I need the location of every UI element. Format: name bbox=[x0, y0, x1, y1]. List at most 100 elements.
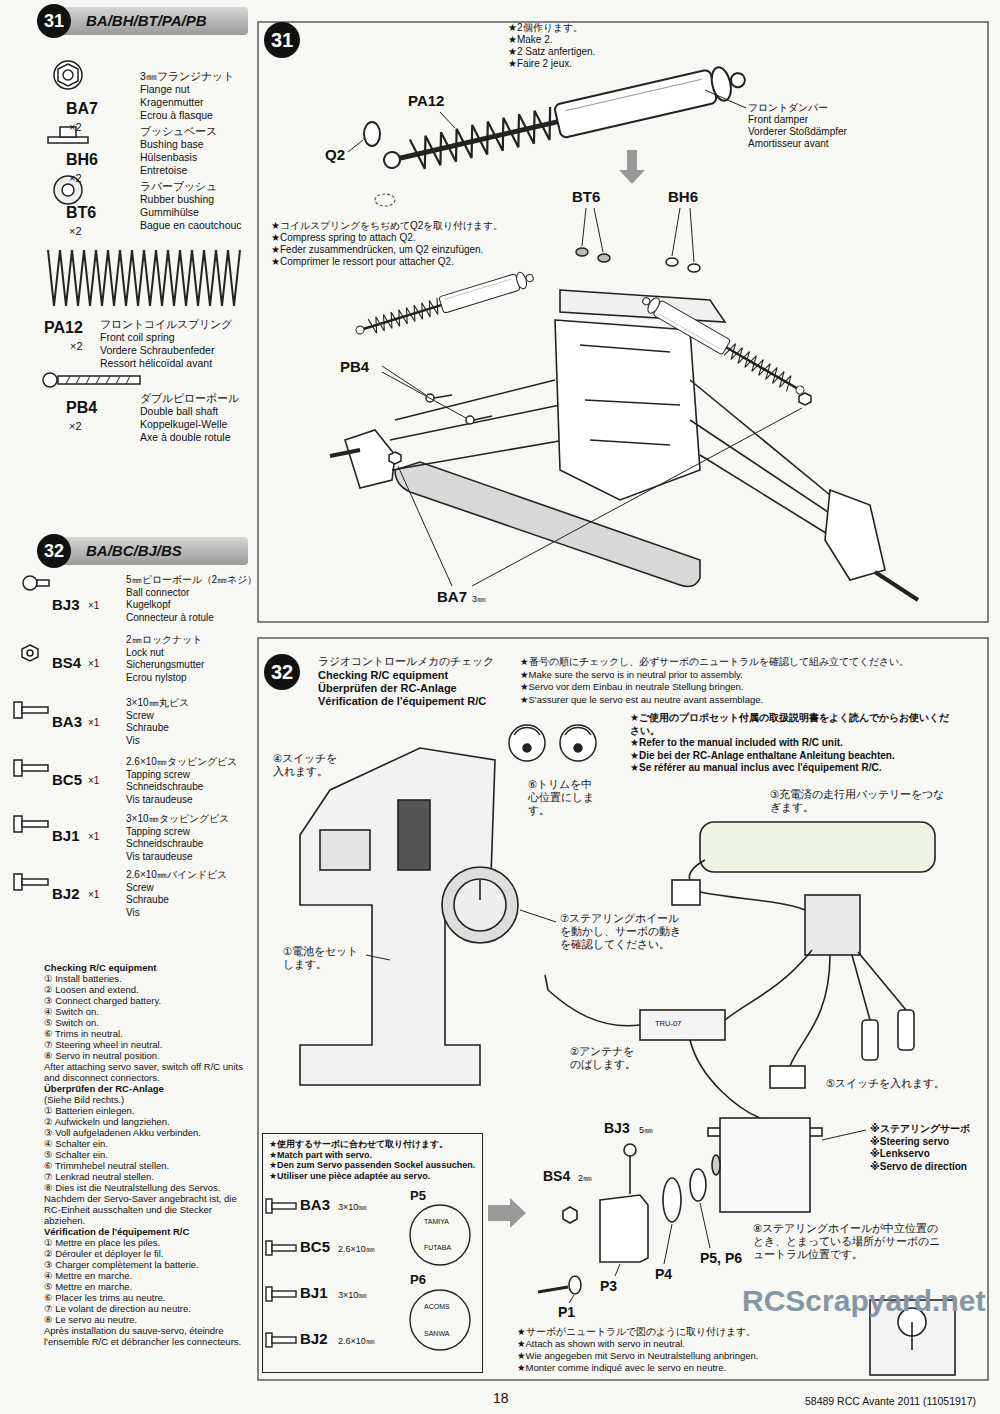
battery-and-wiring bbox=[700, 822, 935, 872]
step-number-disc bbox=[264, 654, 300, 690]
page-number: 18 bbox=[493, 1390, 509, 1407]
instruction: ② Dérouler et déployer le fil. bbox=[44, 1248, 252, 1259]
note: ★Make sure the servo is in neutral prior… bbox=[520, 669, 743, 682]
part-name: Rubber bushing bbox=[140, 193, 214, 206]
instruction: ③ Charger complètement la batterie. bbox=[44, 1259, 252, 1270]
part-name: Vordere Schraubenfeder bbox=[100, 344, 214, 357]
steering-servo bbox=[712, 1155, 720, 1175]
heading: Checking R/C equipment bbox=[318, 669, 448, 682]
quantity: ×2 bbox=[70, 340, 83, 353]
trim-icon bbox=[509, 725, 596, 761]
battery-and-wiring bbox=[805, 895, 860, 955]
battery-and-wiring bbox=[700, 892, 805, 910]
part-code: Q2 bbox=[325, 146, 345, 164]
battery-and-wiring bbox=[898, 1010, 914, 1050]
part-name: ※Steering servo bbox=[870, 1136, 949, 1149]
part-name: Tapping screw bbox=[126, 826, 190, 839]
part-name: Entretoise bbox=[140, 164, 187, 177]
quantity: ×2 bbox=[69, 172, 82, 185]
size: 2㎜ bbox=[578, 1173, 592, 1184]
part-code: BC5 bbox=[300, 1238, 330, 1256]
part-code: BJ3 bbox=[52, 596, 80, 614]
part-code: PB4 bbox=[340, 358, 369, 376]
instruction: ⑦ Steering wheel in neutral. bbox=[44, 1039, 252, 1050]
step-part-codes: BA/BH/BT/PA/PB bbox=[86, 7, 207, 35]
instruction: ⑦ Lenkrad neutral stellen. bbox=[44, 1171, 252, 1182]
step-number: 32 bbox=[263, 653, 301, 691]
instruction: ⑧ Le servo au neutre. bbox=[44, 1314, 252, 1325]
part-code: BS4 bbox=[543, 1168, 570, 1185]
trim-icon bbox=[574, 744, 582, 752]
chassis-drawing bbox=[875, 572, 918, 600]
part-name: Vorderer Stoßdämpfer bbox=[748, 126, 847, 138]
quantity: ×2 bbox=[69, 420, 82, 433]
brand-name: ACOMS bbox=[424, 1303, 450, 1311]
installed-dampers bbox=[354, 269, 808, 399]
instruction: ③ Voll aufgeladenen Akku verbinden. bbox=[44, 1127, 252, 1138]
note: ★コイルスプリングをちぢめてQ2を取り付けます。 bbox=[271, 220, 503, 232]
installed-dampers bbox=[354, 269, 536, 339]
part-name: Flange nut bbox=[140, 83, 190, 96]
chassis-drawing bbox=[580, 345, 680, 445]
part-icons bbox=[43, 373, 57, 387]
part-name: 5㎜ピローボール（2㎜ネジ） bbox=[126, 574, 257, 587]
part-code: P3 bbox=[600, 1278, 617, 1295]
part-name: Ressort hélicoïdal avant bbox=[100, 357, 212, 370]
part-name: Front coil spring bbox=[100, 331, 175, 344]
part-name: ダブルピローボール bbox=[140, 392, 239, 405]
battery-and-wiring bbox=[640, 1010, 725, 1040]
part-code: BJ2 bbox=[52, 885, 80, 903]
step-number-disc bbox=[264, 22, 300, 58]
part-name: Screw bbox=[126, 710, 154, 723]
transmitter bbox=[442, 867, 518, 943]
battery-and-wiring bbox=[790, 955, 830, 1066]
part-name: 3×10㎜タッピングビス bbox=[126, 813, 229, 826]
part-name: Kragenmutter bbox=[140, 96, 204, 109]
step31-damper bbox=[380, 62, 748, 178]
part-code: PA12 bbox=[44, 318, 83, 337]
chassis-drawing bbox=[345, 430, 395, 488]
part-icons bbox=[14, 874, 22, 890]
part-name: Schneidschraube bbox=[126, 781, 203, 794]
part-icons bbox=[14, 702, 22, 718]
trim-icon bbox=[509, 725, 545, 761]
part-code: BS4 bbox=[52, 654, 81, 672]
part-icons bbox=[22, 765, 48, 771]
part-name: 2.6×10㎜タッピングビス bbox=[126, 756, 237, 769]
steering-servo bbox=[488, 1198, 526, 1228]
leader-line bbox=[582, 208, 603, 252]
battery-and-wiring bbox=[852, 952, 906, 1020]
part-icons bbox=[63, 70, 73, 80]
quantity: ×2 bbox=[69, 225, 82, 238]
note: ★Make 2. bbox=[508, 34, 553, 46]
heading: Vérification de l'équipement R/C bbox=[318, 695, 486, 708]
part-name: Vis bbox=[126, 735, 140, 748]
brand-name: TAMIYA bbox=[424, 1218, 449, 1226]
part-name: Sicherungsmutter bbox=[126, 659, 204, 672]
instruction: (Siehe Bild rechts.) bbox=[44, 1094, 252, 1105]
heading: Vérification de l'équipement R/C bbox=[44, 1226, 189, 1237]
size: 5㎜ bbox=[639, 1125, 653, 1136]
panel-frame bbox=[258, 22, 988, 622]
note: ★ご使用のプロポセット付属の取扱説明書をよく読んでからお使いください。 bbox=[630, 712, 950, 737]
bushings bbox=[434, 395, 452, 398]
part-code: BH6 bbox=[66, 150, 98, 169]
transmitter bbox=[520, 910, 556, 922]
part-icons bbox=[48, 137, 88, 143]
size: 3×10㎜ bbox=[338, 1290, 367, 1301]
part-code: PB4 bbox=[66, 398, 97, 417]
transmitter bbox=[366, 955, 390, 960]
instruction: ⑥ Trimmhebel neutral stellen. bbox=[44, 1160, 252, 1171]
quantity: ×1 bbox=[88, 831, 99, 843]
steering-servo bbox=[624, 1144, 636, 1156]
part-icons bbox=[14, 816, 22, 832]
instruction: ① Install batteries. bbox=[44, 973, 252, 984]
footer: 58489 RCC Avante 2011 (11051917) bbox=[805, 1395, 976, 1408]
steering-servo bbox=[911, 1322, 913, 1350]
quantity: ×1 bbox=[88, 600, 99, 612]
part-name: Ball connector bbox=[126, 587, 189, 600]
note: ★番号の順にチェックし、必ずサーボのニュートラルを確認して組み立ててください。 bbox=[520, 656, 909, 669]
part-code: P6 bbox=[410, 1272, 426, 1288]
chassis-drawing bbox=[560, 290, 725, 322]
brand-name: SANWA bbox=[424, 1330, 449, 1338]
